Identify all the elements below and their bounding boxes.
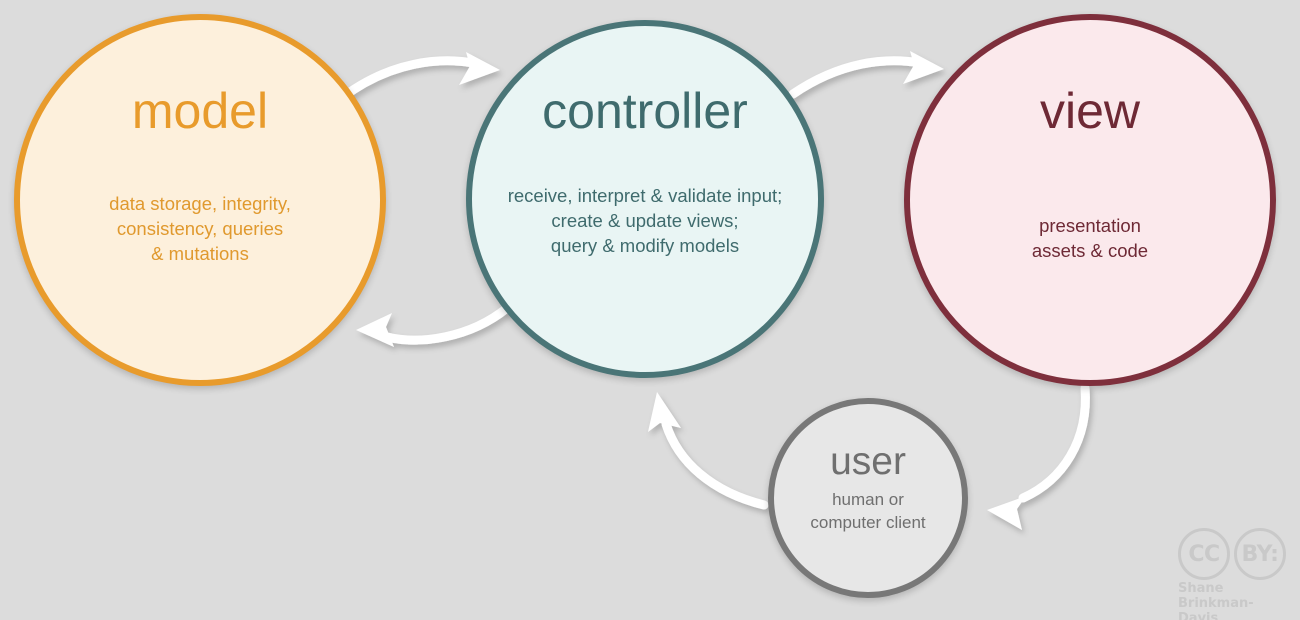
arrow-user-to-controller [648,392,769,510]
node-view[interactable]: view presentation assets & code [904,14,1276,386]
arrow-view-to-user [987,383,1090,530]
arrow-controller-to-model [356,303,512,347]
creative-commons-icon: CC [1178,528,1230,580]
arrow-model-to-controller [338,52,500,102]
node-model-title: model [131,83,269,139]
node-user-title: user [830,440,906,483]
node-controller[interactable]: controller receive, interpret & validate… [466,20,824,378]
node-model-description: data storage, integrity, consistency, qu… [109,193,291,264]
arrow-controller-to-view [788,51,944,99]
attribution-by-icon: BY: [1234,528,1286,580]
node-view-description: presentation assets & code [1031,215,1149,261]
creative-commons-badge: CC BY: Shane Brinkman-Davis [1178,528,1290,620]
node-user[interactable]: user human or computer client [768,398,968,598]
node-model[interactable]: model data storage, integrity, consisten… [14,14,386,386]
node-controller-description: receive, interpret & validate input; cre… [507,185,783,256]
author-attribution: Shane Brinkman-Davis [1178,581,1254,620]
node-view-title: view [1039,83,1141,139]
node-user-description: human or computer client [810,490,926,532]
node-controller-title: controller [542,83,748,139]
